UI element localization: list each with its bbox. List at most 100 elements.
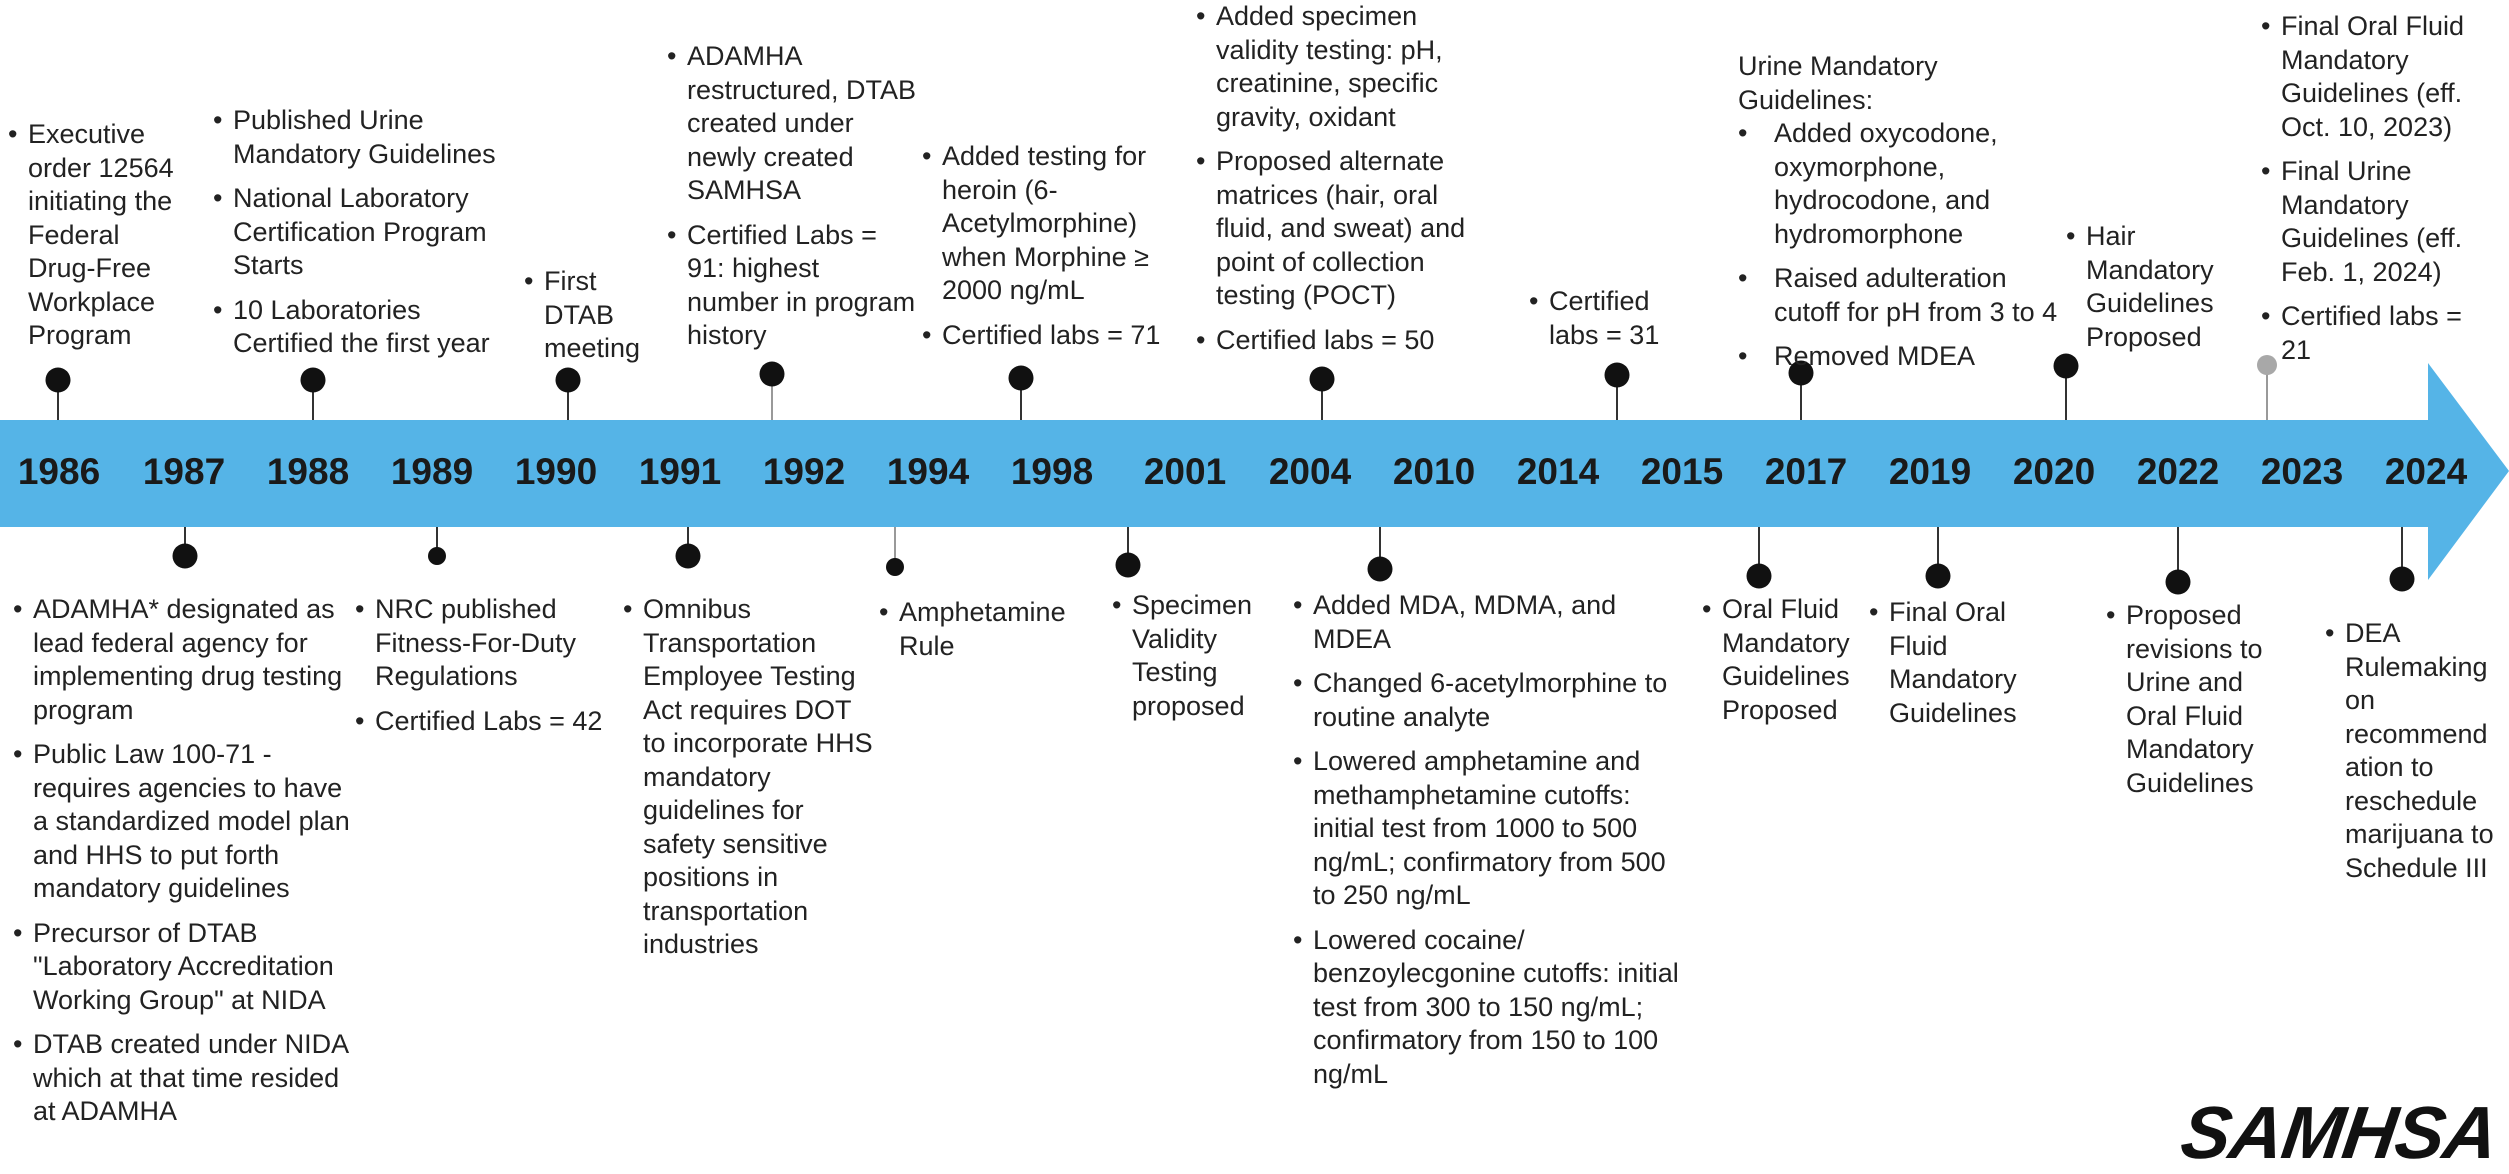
marker-dot xyxy=(428,547,446,565)
note-item: Certified labs = 21 xyxy=(2261,300,2486,367)
marker-stem xyxy=(312,380,314,420)
year-label: 2023 xyxy=(2260,451,2344,492)
note-item: Certified Labs = 42 xyxy=(355,705,605,739)
note-item: National Laboratory Certification Progra… xyxy=(213,182,523,283)
note-item: Omnibus Transportation Employee Testing … xyxy=(623,593,878,962)
note-item: Amphetamine Rule xyxy=(879,596,1079,663)
marker-dot xyxy=(300,367,326,393)
year-label: 2019 xyxy=(1888,451,1972,492)
marker-stem xyxy=(2266,365,2268,420)
note-1990: First DTAB meeting xyxy=(524,265,664,377)
note-2004: Added specimen validity testing: pH, cre… xyxy=(1196,0,1496,368)
note-item: ADAMHA restructured, DTAB created under … xyxy=(667,40,917,208)
marker-stem xyxy=(436,527,438,556)
marker-stem xyxy=(1020,378,1022,420)
marker-stem xyxy=(771,374,773,420)
year-label: 2010 xyxy=(1392,451,1476,492)
year-label: 1988 xyxy=(266,451,350,492)
note-item: Removed MDEA xyxy=(1738,340,2078,374)
note-2023: Final Oral Fluid Mandatory Guidelines (e… xyxy=(2261,10,2486,378)
marker-stem xyxy=(1321,379,1323,420)
note-2017: Urine Mandatory Guidelines: Added oxycod… xyxy=(1738,50,2078,385)
note-item: Added oxycodone, oxymorphone, hydrocodon… xyxy=(1738,117,2078,251)
year-label: 1992 xyxy=(762,451,846,492)
note-item: Raised adulteration cutoff for pH from 3… xyxy=(1738,262,2078,329)
note-2001: Specimen Validity Testing proposed xyxy=(1112,589,1272,734)
note-1988: Published Urine Mandatory Guidelines Nat… xyxy=(213,104,523,372)
year-label: 1989 xyxy=(390,451,474,492)
note-item: Lowered cocaine/ benzoylecgonine cutoffs… xyxy=(1293,924,1693,1092)
marker-dot xyxy=(2165,569,2191,595)
note-item: Executive order 12564 initiating the Fed… xyxy=(8,118,188,353)
marker-dot xyxy=(759,361,785,387)
note-item: Final Oral Fluid Mandatory Guidelines xyxy=(1869,596,2039,730)
note-item: Published Urine Mandatory Guidelines xyxy=(213,104,523,171)
marker-stem xyxy=(2177,527,2179,582)
note-item: Precursor of DTAB "Laboratory Accreditat… xyxy=(13,917,353,1018)
note-1991: Omnibus Transportation Employee Testing … xyxy=(623,593,878,973)
marker-stem xyxy=(57,380,59,420)
note-item: Changed 6-acetylmorphine to routine anal… xyxy=(1293,667,1693,734)
note-1986: Executive order 12564 initiating the Fed… xyxy=(8,118,188,364)
note-item: Added testing for heroin (6-Acetylmorphi… xyxy=(922,140,1172,308)
note-1989: NRC published Fitness-For-Duty Regulatio… xyxy=(355,593,605,749)
marker-dot xyxy=(886,558,904,576)
note-1987: ADAMHA* designated as lead federal agenc… xyxy=(13,593,353,1140)
year-label: 2001 xyxy=(1143,451,1227,492)
year-label: 2017 xyxy=(1764,451,1848,492)
note-1994: Amphetamine Rule xyxy=(879,596,1079,674)
timeline-arrow-shape xyxy=(0,363,2509,580)
note-item: Proposed revisions to Urine and Oral Flu… xyxy=(2106,599,2276,800)
note-1998: Added testing for heroin (6-Acetylmorphi… xyxy=(922,140,1172,363)
marker-stem xyxy=(894,527,896,567)
marker-dot xyxy=(1604,362,1630,388)
marker-dot xyxy=(555,367,581,393)
note-item: ADAMHA* designated as lead federal agenc… xyxy=(13,593,353,727)
marker-dot xyxy=(1925,563,1951,589)
year-label: 1986 xyxy=(17,451,101,492)
note-item: Oral Fluid Mandatory Guidelines Proposed xyxy=(1702,593,1867,727)
year-label: 2024 xyxy=(2384,451,2468,492)
marker-stem xyxy=(2065,366,2067,420)
marker-stem xyxy=(687,527,689,556)
year-label: 1994 xyxy=(886,451,970,492)
note-item: Proposed alternate matrices (hair, oral … xyxy=(1196,145,1496,313)
year-label: 2022 xyxy=(2136,451,2220,492)
note-2017-below: Oral Fluid Mandatory Guidelines Proposed xyxy=(1702,593,1867,738)
note-2019: Final Oral Fluid Mandatory Guidelines xyxy=(1869,596,2039,741)
marker-dot xyxy=(172,543,198,569)
note-item: Final Oral Fluid Mandatory Guidelines (e… xyxy=(2261,10,2486,144)
year-label: 1991 xyxy=(638,451,722,492)
marker-stem xyxy=(567,380,569,420)
marker-stem xyxy=(184,527,186,556)
marker-stem xyxy=(1379,527,1381,569)
marker-stem xyxy=(1800,373,1802,420)
marker-dot xyxy=(1367,556,1393,582)
marker-stem xyxy=(2401,527,2403,579)
marker-stem xyxy=(1758,527,1760,576)
marker-dot xyxy=(45,367,71,393)
note-item: Added MDA, MDMA, and MDEA xyxy=(1293,589,1693,656)
note-item: Lowered amphetamine and methamphetamine … xyxy=(1293,745,1693,913)
marker-stem xyxy=(1937,527,1939,576)
year-label: 1987 xyxy=(142,451,226,492)
year-label: 1990 xyxy=(514,451,598,492)
note-item: Certified labs = 31 xyxy=(1529,285,1669,352)
marker-dot xyxy=(2389,566,2415,592)
note-item: Certified labs = 71 xyxy=(922,319,1172,353)
note-item: NRC published Fitness-For-Duty Regulatio… xyxy=(355,593,605,694)
note-item: Added specimen validity testing: pH, cre… xyxy=(1196,0,1496,134)
note-item: Hair Mandatory Guidelines Proposed xyxy=(2066,220,2246,354)
marker-dot xyxy=(675,543,701,569)
marker-stem xyxy=(1616,375,1618,420)
note-1992: ADAMHA restructured, DTAB created under … xyxy=(667,40,917,364)
marker-dot xyxy=(1309,366,1335,392)
note-item: Certified labs = 50 xyxy=(1196,324,1496,358)
note-2020: Hair Mandatory Guidelines Proposed xyxy=(2066,220,2246,365)
marker-dot xyxy=(1008,365,1034,391)
note-item: DEA Rulemaking on recommend ation to res… xyxy=(2325,617,2507,885)
note-item: Final Urine Mandatory Guidelines (eff. F… xyxy=(2261,155,2486,289)
year-label: 2015 xyxy=(1640,451,1724,492)
year-label: 2020 xyxy=(2012,451,2096,492)
